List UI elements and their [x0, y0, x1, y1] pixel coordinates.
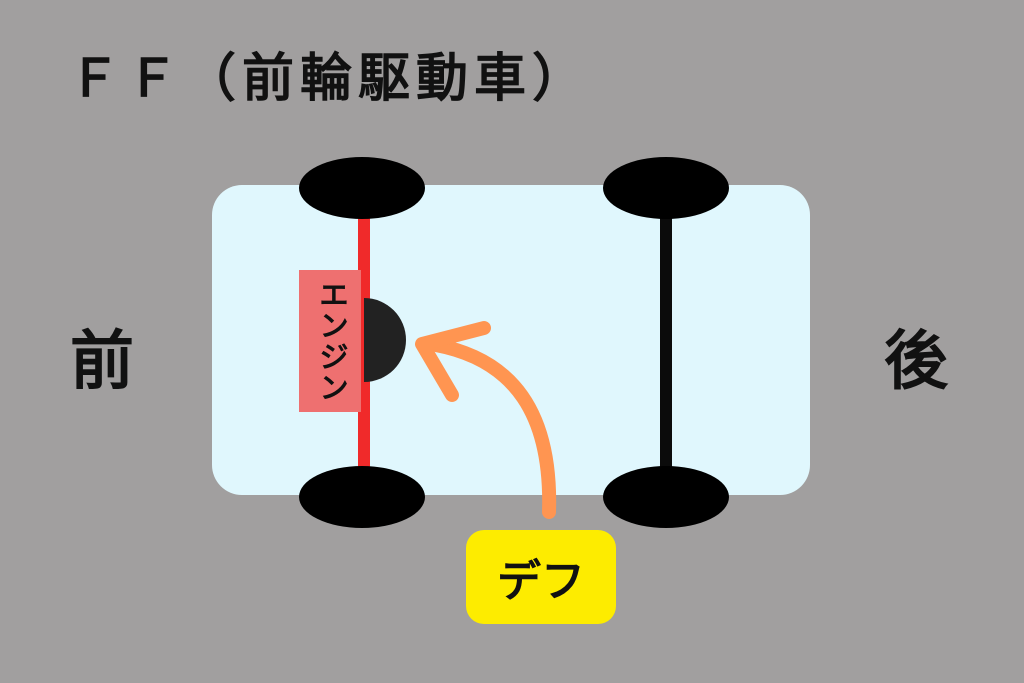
tire-front-right	[299, 466, 425, 528]
tire-front-left	[299, 157, 425, 219]
diff-arrow-head	[415, 321, 491, 402]
differential	[364, 298, 406, 382]
tire-rear-right	[603, 466, 729, 528]
tire-rear-left	[603, 157, 729, 219]
differential-callout: デフ	[466, 530, 616, 624]
diff-arrow	[429, 338, 557, 519]
engine-box: エンジン	[299, 270, 361, 412]
engine-label: エンジン	[313, 279, 348, 403]
differential-label: デフ	[497, 556, 585, 607]
rear-label: 後	[884, 325, 948, 399]
front-label: 前	[70, 325, 134, 399]
page-title: ＦＦ（前輪駆動車）	[68, 49, 591, 109]
